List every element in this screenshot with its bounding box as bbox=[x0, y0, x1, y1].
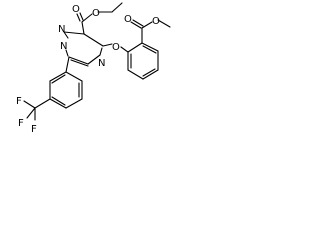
bond bbox=[63, 31, 69, 39]
atom-label: O bbox=[152, 16, 160, 27]
atom-label: F bbox=[31, 124, 37, 135]
bond bbox=[102, 43, 113, 47]
bond bbox=[51, 74, 66, 84]
bond bbox=[23, 100, 36, 109]
bond bbox=[76, 13, 81, 22]
bond bbox=[65, 71, 83, 82]
bond bbox=[111, 2, 123, 13]
atom-label: O bbox=[92, 8, 100, 19]
triazine-ring bbox=[63, 21, 104, 67]
atom-label: F bbox=[18, 118, 24, 129]
bond bbox=[70, 59, 89, 67]
bond bbox=[99, 47, 103, 56]
bond bbox=[63, 31, 85, 35]
bond bbox=[142, 69, 159, 80]
bond bbox=[120, 46, 129, 53]
bond bbox=[130, 21, 142, 29]
bond bbox=[49, 71, 67, 82]
bond bbox=[142, 45, 157, 54]
bond bbox=[127, 69, 144, 80]
bond bbox=[65, 49, 69, 57]
structure-canvas: O O N N N O O O F F F bbox=[0, 0, 194, 142]
bond bbox=[141, 42, 159, 52]
phenyl-ring bbox=[49, 71, 83, 109]
bond bbox=[49, 98, 67, 109]
bond bbox=[141, 21, 153, 29]
atom-label: F bbox=[16, 96, 22, 107]
bond bbox=[81, 13, 93, 23]
atom-label: N bbox=[58, 24, 65, 35]
bond bbox=[87, 54, 101, 65]
benzoate-ring bbox=[127, 42, 159, 80]
bond bbox=[79, 12, 84, 21]
aryl-ether bbox=[102, 43, 129, 53]
bond bbox=[157, 19, 171, 28]
bond bbox=[83, 33, 104, 47]
methyl-ester bbox=[130, 19, 171, 44]
chemical-structure: O O N N N O O O F F F bbox=[16, 2, 171, 135]
bond bbox=[65, 98, 83, 109]
atom-label: N bbox=[60, 41, 67, 52]
atom-label: O bbox=[112, 42, 120, 53]
atom-label: O bbox=[72, 4, 80, 15]
trifluoromethyl bbox=[23, 98, 51, 121]
ethyl-ester bbox=[76, 2, 123, 23]
bond bbox=[81, 21, 85, 35]
bond bbox=[127, 42, 143, 53]
bond bbox=[65, 56, 70, 73]
bond bbox=[132, 19, 144, 27]
bond bbox=[68, 56, 89, 65]
atom-label: N bbox=[98, 58, 105, 69]
bond bbox=[26, 107, 36, 119]
bond bbox=[34, 98, 51, 109]
bond bbox=[142, 68, 156, 77]
atom-label: O bbox=[124, 14, 132, 25]
bond bbox=[51, 96, 66, 106]
